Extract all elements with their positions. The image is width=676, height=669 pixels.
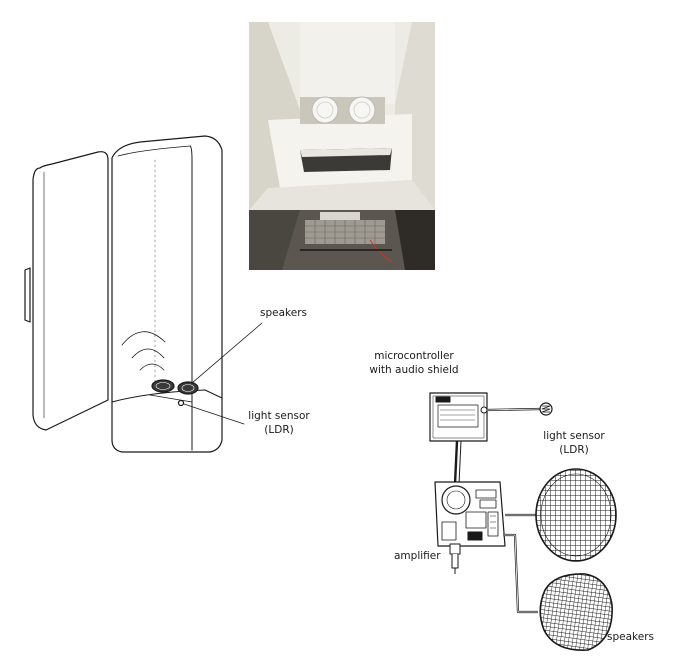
cabinet-speaker-left <box>152 380 174 392</box>
label-microcontroller-line2: with audio shield <box>362 363 466 377</box>
label-microcontroller: microcontroller with audio shield <box>362 349 466 377</box>
cabinet-photo <box>249 22 435 270</box>
power-plug <box>450 544 460 574</box>
label-amplifier: amplifier <box>394 549 441 563</box>
label-light-sensor-top-line1: light sensor <box>244 409 314 423</box>
ldr-sensor <box>540 403 552 415</box>
cabinet-light-sensor <box>179 401 184 406</box>
cabinet-body <box>112 136 222 452</box>
label-microcontroller-line1: microcontroller <box>362 349 466 363</box>
amplifier-board <box>435 482 505 546</box>
microcontroller-board <box>430 393 487 441</box>
label-speakers-top: speakers <box>260 306 307 320</box>
speaker-wire-bottom <box>503 535 538 612</box>
door-handle <box>25 268 30 322</box>
label-light-sensor-bottom: light sensor (LDR) <box>538 429 610 457</box>
cabinet-speaker-right <box>178 382 198 394</box>
label-light-sensor-bottom-line2: (LDR) <box>538 443 610 457</box>
photo-speaker-right <box>349 97 375 123</box>
speaker-top <box>536 469 616 561</box>
label-light-sensor-bottom-line1: light sensor <box>538 429 610 443</box>
speaker-bottom <box>540 574 612 650</box>
label-light-sensor-top-line2: (LDR) <box>244 423 314 437</box>
label-light-sensor-top: light sensor (LDR) <box>244 409 314 437</box>
photo-speaker-left <box>312 97 338 123</box>
wiring-diagram <box>430 393 552 612</box>
label-speakers-bottom: speakers <box>607 630 654 644</box>
cabinet-drawing <box>25 136 262 452</box>
